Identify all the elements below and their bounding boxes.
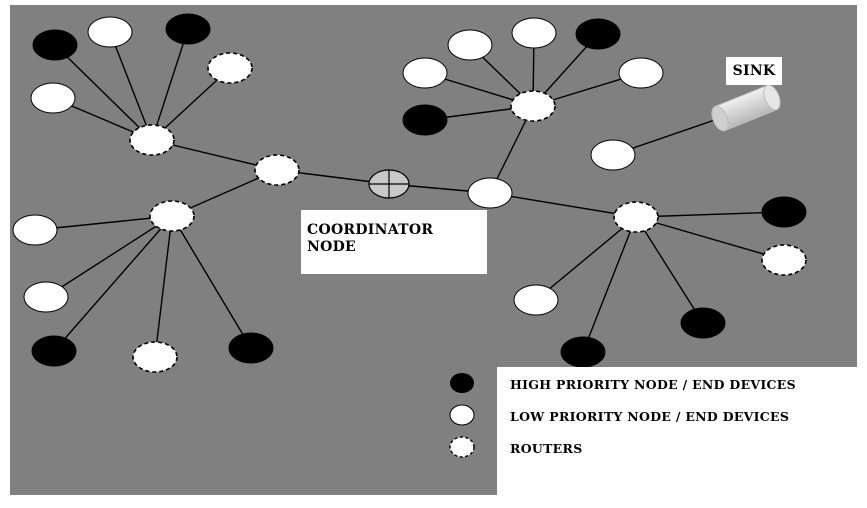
link bbox=[171, 215, 252, 349]
coordinator-label: COORDINATOR NODE bbox=[301, 210, 487, 274]
low-priority-node bbox=[511, 17, 557, 49]
router-node bbox=[761, 244, 807, 276]
high-priority-node bbox=[761, 196, 807, 228]
link bbox=[489, 190, 637, 220]
high-priority-node bbox=[560, 336, 606, 368]
high-priority-node bbox=[575, 18, 621, 50]
low-priority-node bbox=[402, 57, 448, 89]
low-priority-node bbox=[590, 139, 636, 171]
low-priority-node bbox=[447, 29, 493, 61]
link bbox=[152, 215, 175, 358]
link bbox=[635, 216, 704, 324]
high-priority-node bbox=[165, 13, 211, 45]
router-node bbox=[149, 200, 195, 232]
legend: HIGH PRIORITY NODE / END DEVICES LOW PRI… bbox=[497, 367, 867, 496]
low-priority-node bbox=[23, 281, 69, 313]
legend-low-priority-label: LOW PRIORITY NODE / END DEVICES bbox=[510, 409, 790, 424]
low-priority-node bbox=[87, 16, 133, 48]
low-priority-node bbox=[618, 57, 664, 89]
link bbox=[535, 216, 637, 301]
legend-high-priority-icon bbox=[450, 373, 474, 393]
low-priority-node bbox=[467, 177, 513, 209]
router-node bbox=[132, 341, 178, 373]
sink-cylinder-right-cap bbox=[763, 84, 781, 111]
coordinator-label-line2: NODE bbox=[307, 239, 357, 255]
high-priority-node bbox=[228, 332, 274, 364]
legend-router-icon bbox=[449, 436, 475, 458]
high-priority-node bbox=[32, 29, 78, 61]
nodes bbox=[12, 13, 807, 373]
high-priority-node bbox=[680, 307, 726, 339]
coordinator-node bbox=[368, 169, 410, 199]
low-priority-node bbox=[12, 214, 58, 246]
legend-high-priority-label: HIGH PRIORITY NODE / END DEVICES bbox=[510, 377, 796, 392]
high-priority-node bbox=[31, 335, 77, 367]
sink-cylinder-left-cap bbox=[711, 105, 729, 132]
link bbox=[53, 215, 173, 352]
low-priority-node bbox=[30, 82, 76, 114]
sink-label: SINK bbox=[726, 57, 782, 85]
router-node bbox=[510, 90, 556, 122]
router-node bbox=[613, 201, 659, 233]
high-priority-node bbox=[402, 104, 448, 136]
legend-markers bbox=[449, 373, 475, 458]
low-priority-node bbox=[513, 284, 559, 316]
router-node bbox=[254, 154, 300, 186]
legend-routers-label: ROUTERS bbox=[510, 441, 583, 456]
coordinator-label-line1: COORDINATOR bbox=[307, 222, 434, 238]
router-node bbox=[207, 52, 253, 84]
sink-cylinder-icon bbox=[711, 84, 781, 132]
legend-low-priority-icon bbox=[449, 404, 475, 426]
router-node bbox=[129, 124, 175, 156]
